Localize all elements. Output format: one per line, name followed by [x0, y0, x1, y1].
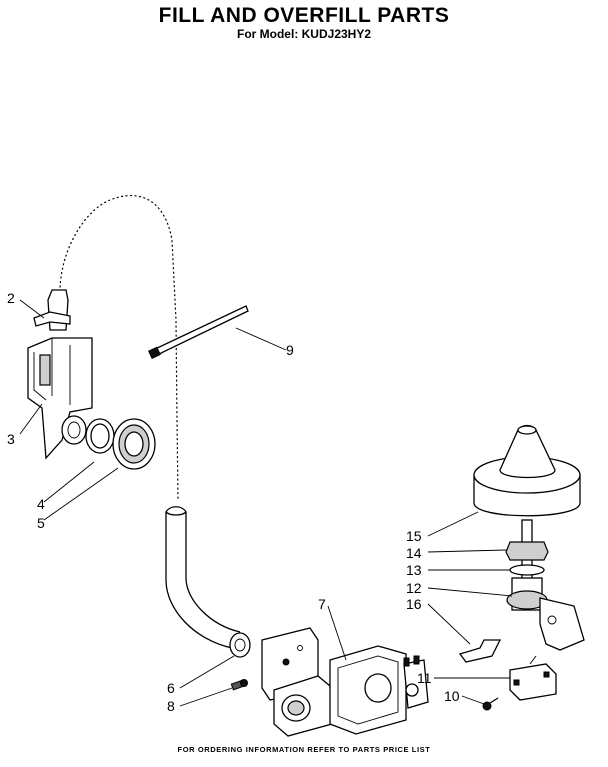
leader-lines	[19, 299, 513, 707]
washer-ring	[85, 418, 115, 454]
callout-12: 12	[406, 580, 422, 596]
callout-15: 15	[406, 528, 422, 544]
callout-6: 6	[167, 680, 175, 696]
hex-nut	[112, 418, 156, 470]
callout-labels: 2 3 4 5 9 6 8 7 15 14 13 12 16 11 10	[7, 290, 460, 714]
float-switch	[509, 655, 557, 701]
switch-screw	[482, 697, 499, 711]
water-valve	[261, 627, 429, 737]
float-cap	[473, 424, 581, 517]
float-stem-assembly	[505, 519, 585, 651]
ordering-note: FOR ORDERING INFORMATION REFER TO PARTS …	[177, 745, 431, 754]
callout-2: 2	[7, 290, 15, 306]
callout-4: 4	[37, 496, 45, 512]
callout-16: 16	[406, 596, 422, 612]
callout-10: 10	[444, 688, 460, 704]
mounting-screw	[230, 679, 248, 691]
fill-tube	[165, 506, 251, 658]
page-title: FILL AND OVERFILL PARTS	[158, 4, 450, 27]
fill-hose-dashed	[59, 195, 179, 501]
callout-14: 14	[406, 545, 422, 561]
callout-11: 11	[417, 670, 432, 686]
fill-funnel-assembly	[27, 289, 93, 460]
callout-3: 3	[7, 431, 15, 447]
cable-tie	[148, 305, 249, 359]
switch-lever	[458, 639, 502, 663]
callout-8: 8	[167, 698, 175, 714]
callout-7: 7	[318, 596, 326, 612]
callout-5: 5	[37, 515, 45, 531]
callout-13: 13	[406, 562, 422, 578]
model-subtitle: For Model: KUDJ23HY2	[236, 27, 372, 41]
callout-9: 9	[286, 342, 294, 358]
